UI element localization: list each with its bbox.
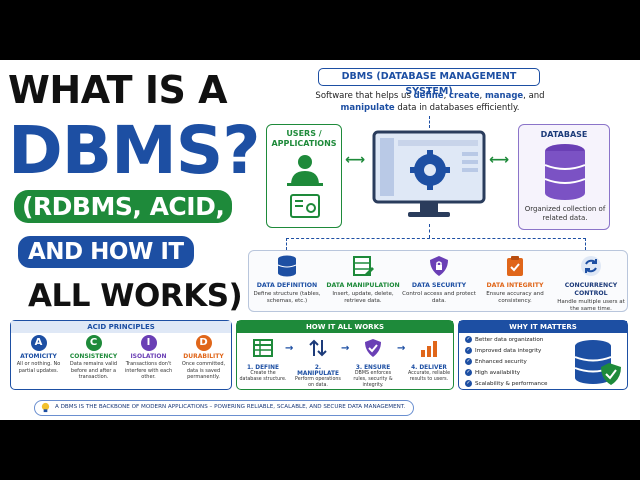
database-label: DATABASE xyxy=(540,130,588,139)
acid-heading: ACID PRINCIPLES xyxy=(11,321,231,333)
acid-principles-panel: ACID PRINCIPLES A ATOMICITY All or nothi… xyxy=(10,320,232,390)
step-ensure: 3. ENSURE DBMS enforces rules, security … xyxy=(349,337,397,389)
arrow-right-icon: → xyxy=(397,343,406,354)
sync-icon xyxy=(581,256,601,276)
step-desc: Perform operations on data. xyxy=(295,377,341,388)
connector-line xyxy=(429,224,430,238)
step-deliver: 4. DELIVER Accurate, reliable results to… xyxy=(405,337,453,383)
dbms-description: Software that helps us define, create, m… xyxy=(315,91,545,113)
how-it-works-panel: HOW IT ALL WORKS 1. DEFINE Create the da… xyxy=(236,320,454,390)
arrow-right-icon: → xyxy=(341,343,350,354)
acid-consistency: C CONSISTENCY Data remains valid before … xyxy=(66,335,121,381)
shield-icon xyxy=(430,256,448,276)
table-icon xyxy=(253,339,273,357)
check-icon: ✓ xyxy=(465,358,472,365)
up-down-arrows-icon xyxy=(309,339,327,357)
connector-line xyxy=(286,238,586,250)
feature-title: DATA DEFINITION xyxy=(256,282,318,289)
title-line-2: DBMS? xyxy=(8,112,261,189)
database-check-icon xyxy=(574,340,621,385)
title-line-5: ALL WORKS) xyxy=(28,278,243,314)
feature-concurrency-control: CONCURRENCY CONTROL Handle multiple user… xyxy=(553,251,629,313)
title-line-1: WHAT IS A xyxy=(8,68,227,112)
footer-text: A DBMS IS THE BACKBONE OF MODERN APPLICA… xyxy=(55,404,406,410)
acid-desc: Data remains valid before and after a tr… xyxy=(69,361,118,380)
title-line-3: (RDBMS, ACID, xyxy=(14,190,233,223)
feature-title: DATA SECURITY xyxy=(411,282,467,289)
lightbulb-icon xyxy=(41,402,50,413)
feature-data-definition: DATA DEFINITION Define structure (tables… xyxy=(249,251,325,313)
acid-desc: Once committed, data is saved permanentl… xyxy=(181,361,226,380)
feature-title: DATA INTEGRITY xyxy=(486,282,544,289)
step-manipulate: 2. MANIPULATE Perform operations on data… xyxy=(294,337,342,389)
check-icon: ✓ xyxy=(465,336,472,343)
users-label: USERS / APPLICATIONS xyxy=(271,129,337,148)
database-box: DATABASE Organized collection of related… xyxy=(518,124,610,230)
step-define: 1. DEFINE Create the database structure. xyxy=(239,337,287,383)
why-item: ✓High availability xyxy=(465,369,521,376)
acid-title: CONSISTENCY xyxy=(69,353,118,360)
step-title: 1. DEFINE xyxy=(247,365,279,371)
check-icon: ✓ xyxy=(465,380,472,387)
feature-desc: Handle multiple users at the same time. xyxy=(557,299,625,312)
feature-desc: Ensure accuracy and consistency. xyxy=(486,291,544,304)
acid-title: DURABILITY xyxy=(183,353,224,360)
features-row: DATA DEFINITION Define structure (tables… xyxy=(248,250,628,312)
step-title: 3. ENSURE xyxy=(355,365,391,371)
acid-durability: D DURABILITY Once committed, data is sav… xyxy=(176,335,231,381)
database-icon xyxy=(544,144,586,200)
user-laptop-icon xyxy=(287,155,323,218)
shield-check-icon xyxy=(365,339,381,357)
acid-letter-badge: C xyxy=(85,335,102,351)
table-edit-icon xyxy=(353,256,374,276)
why-item: ✓Better data organization xyxy=(465,336,544,343)
acid-letter-badge: D xyxy=(195,335,212,351)
feature-data-security: DATA SECURITY Control access and protect… xyxy=(401,251,477,313)
acid-letter-badge: A xyxy=(30,335,47,351)
double-arrow-icon: ⟷ xyxy=(345,152,366,168)
why-item: ✓Improved data integrity xyxy=(465,347,542,354)
feature-title: CONCURRENCY CONTROL xyxy=(564,282,618,297)
acid-atomicity: A ATOMICITY All or nothing. No partial u… xyxy=(11,335,66,374)
infographic: WHAT IS A DBMS? (RDBMS, ACID, AND HOW IT… xyxy=(0,60,640,420)
dbms-monitor-icon xyxy=(372,130,486,217)
acid-letter-badge: I xyxy=(140,335,157,351)
step-title: 4. DELIVER xyxy=(411,365,447,371)
check-icon: ✓ xyxy=(465,347,472,354)
feature-desc: Control access and protect data. xyxy=(402,291,476,304)
step-title: 2. MANIPULATE xyxy=(297,365,339,377)
double-arrow-icon: ⟷ xyxy=(489,152,510,168)
acid-title: ISOLATION xyxy=(130,353,167,360)
connector-line xyxy=(429,116,430,128)
acid-isolation: I ISOLATION Transactions don't interfere… xyxy=(121,335,176,381)
how-heading: HOW IT ALL WORKS xyxy=(237,321,453,333)
database-description: Organized collection of related data. xyxy=(524,205,606,222)
feature-desc: Insert, update, delete, retrieve data. xyxy=(332,291,394,304)
why-it-matters-panel: WHY IT MATTERS ✓Better data organization… xyxy=(458,320,628,390)
title-line-4: AND HOW IT xyxy=(18,236,194,268)
acid-desc: Transactions don't interfere with each o… xyxy=(124,361,173,380)
step-desc: DBMS enforces rules, security & integrit… xyxy=(353,371,393,388)
acid-desc: All or nothing. No partial updates. xyxy=(16,361,61,374)
check-icon: ✓ xyxy=(465,369,472,376)
arrow-right-icon: → xyxy=(285,343,294,354)
feature-desc: Define structure (tables, schemas, etc.) xyxy=(253,291,321,304)
bar-chart-icon xyxy=(421,341,437,357)
feature-data-manipulation: DATA MANIPULATION Insert, update, delete… xyxy=(325,251,401,313)
acid-title: ATOMICITY xyxy=(20,353,57,360)
why-item: ✓Enhanced security xyxy=(465,358,527,365)
footer-banner: A DBMS IS THE BACKBONE OF MODERN APPLICA… xyxy=(34,400,414,416)
feature-data-integrity: DATA INTEGRITY Ensure accuracy and consi… xyxy=(477,251,553,313)
why-item: ✓Scalability & performance xyxy=(465,380,548,387)
dbms-heading: DBMS (DATABASE MANAGEMENT SYSTEM) xyxy=(318,68,540,97)
clipboard-check-icon xyxy=(507,256,523,276)
users-applications-box: USERS / APPLICATIONS xyxy=(266,124,342,228)
step-desc: Create the database structure. xyxy=(239,371,287,382)
database-icon xyxy=(277,255,297,277)
feature-title: DATA MANIPULATION xyxy=(326,282,400,289)
step-desc: Accurate, reliable results to users. xyxy=(407,371,451,382)
why-heading: WHY IT MATTERS xyxy=(459,321,627,333)
